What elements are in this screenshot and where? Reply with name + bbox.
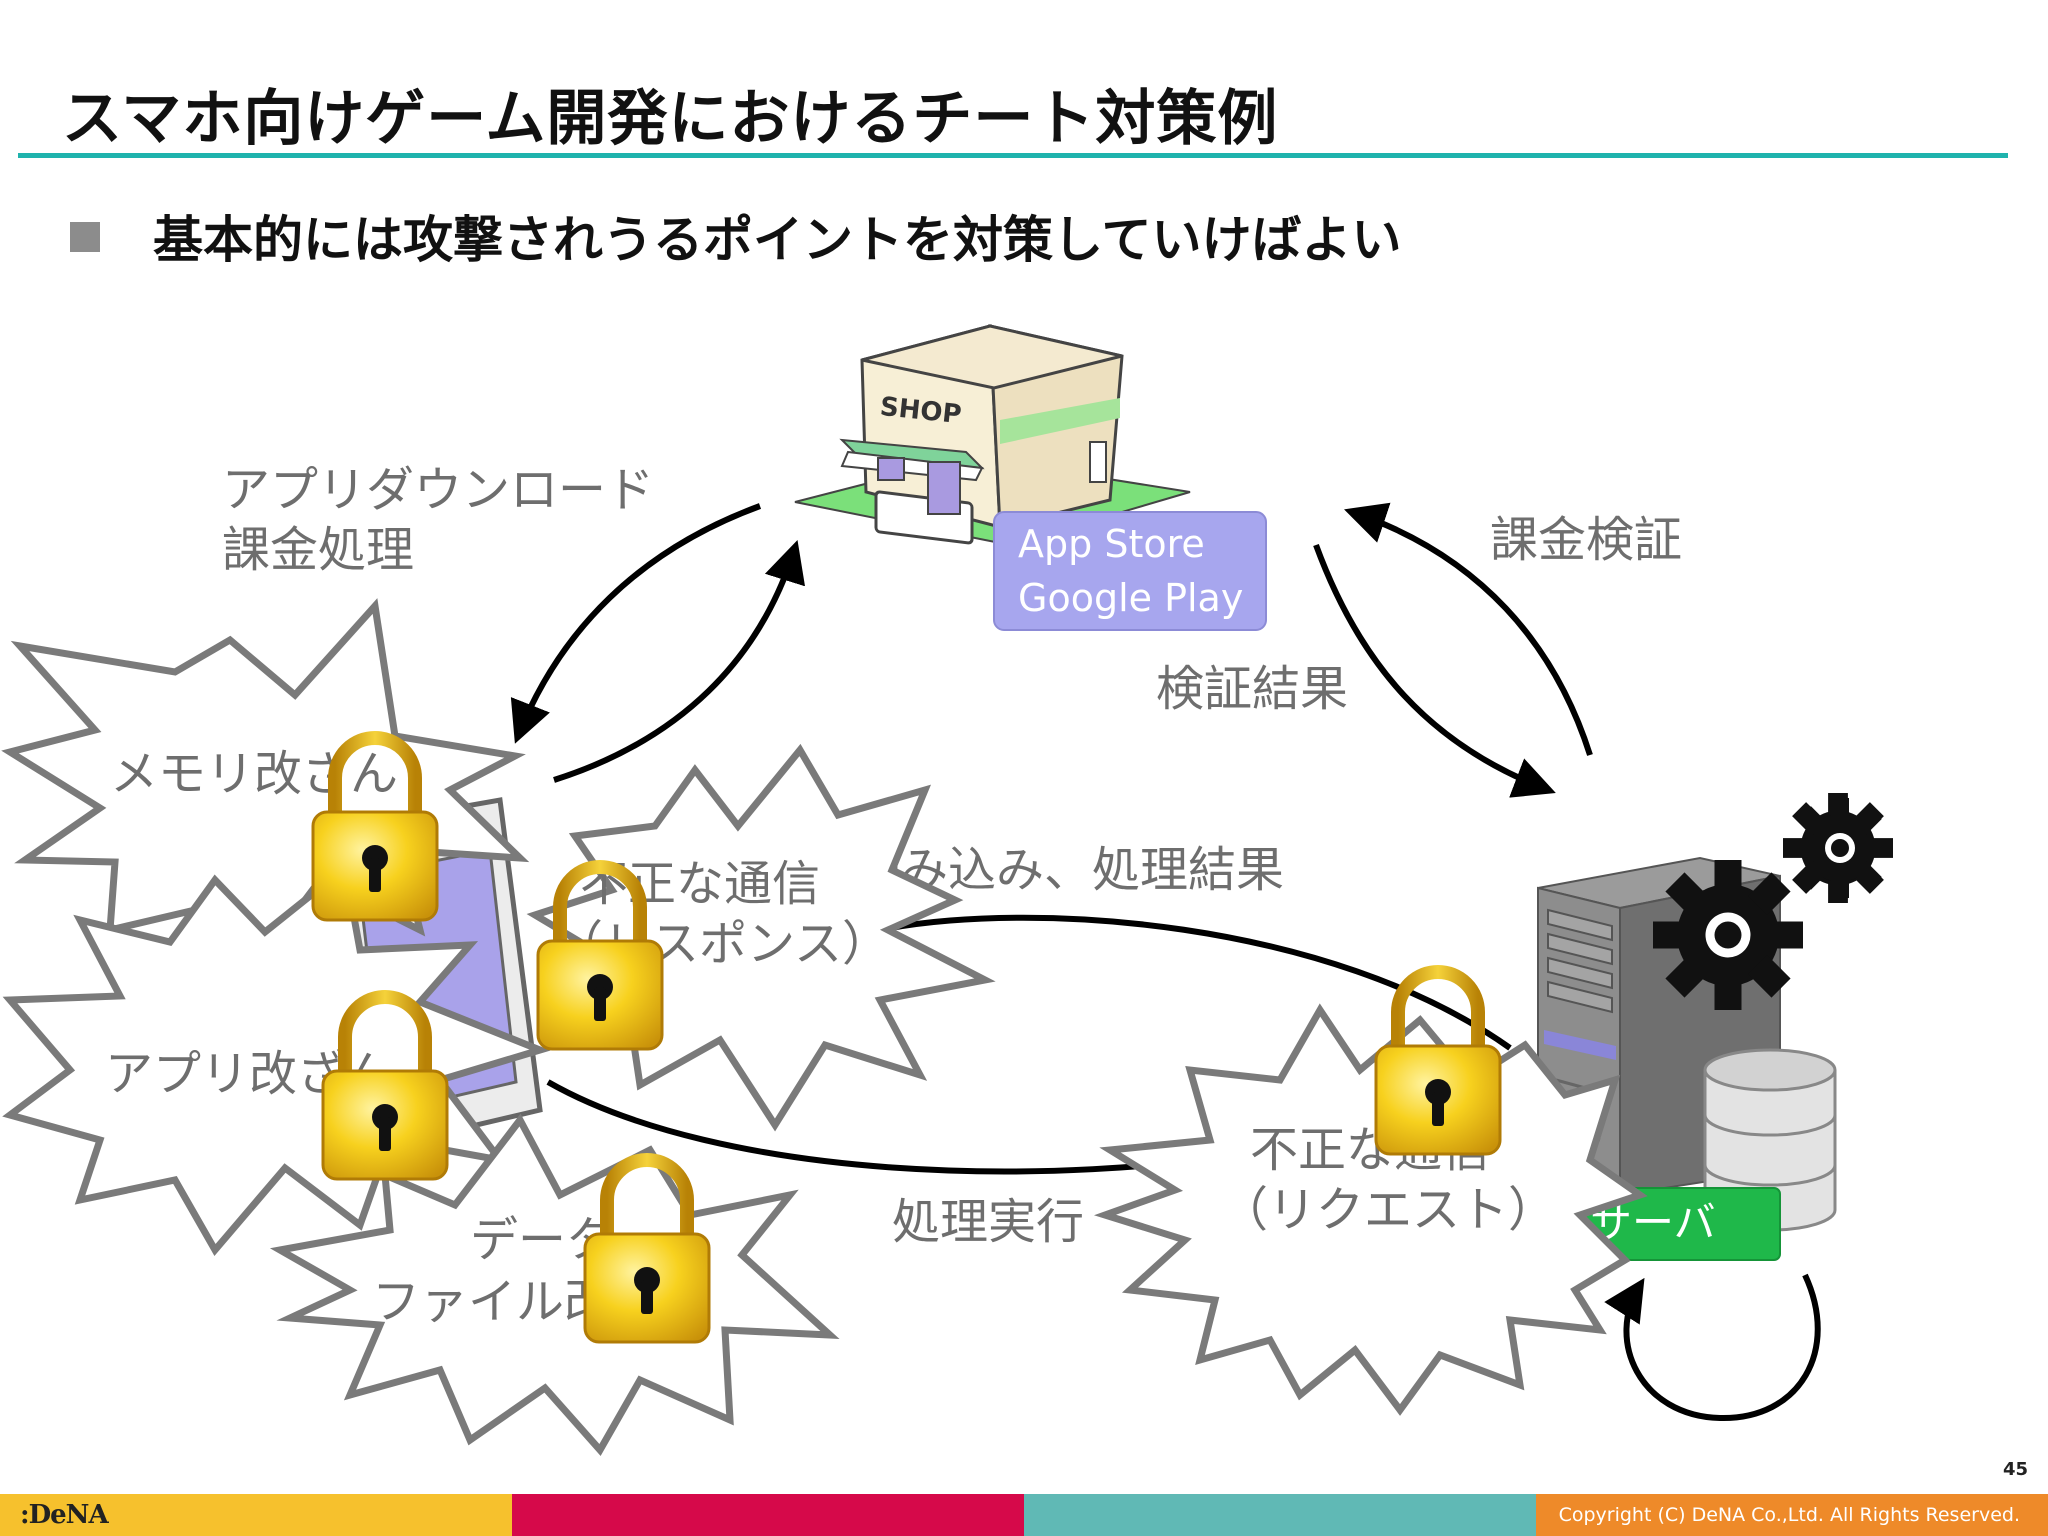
footer-segment-red	[512, 1494, 1024, 1536]
request-store-arrow	[553, 539, 806, 783]
copyright-text: Copyright (C) DeNA Co.,Ltd. All Rights R…	[1558, 1504, 2020, 1526]
request-tamper-burst	[1093, 1003, 1648, 1416]
gear-icon	[1653, 860, 1803, 1010]
store-label-line1: App Store	[1018, 522, 1205, 566]
download-label-line2: 課金処理	[222, 522, 414, 578]
dena-logo: :DeNA	[20, 1500, 109, 1530]
bullet-text: 基本的には攻撃されうるポイントを対策していけばよい	[153, 211, 1402, 269]
footer-segment-orange	[1536, 1494, 2048, 1536]
page-number: 45	[2002, 1459, 2028, 1480]
store-label-line2: Google Play	[1018, 576, 1243, 620]
server-loop-arrow	[1604, 1273, 1821, 1422]
verify-result-label: 検証結果	[1156, 661, 1348, 717]
verify-result-arrow	[1313, 543, 1556, 798]
data-file-tamper-burst	[269, 1113, 840, 1456]
slide-title: スマホ向けゲーム開発におけるチート対策例	[62, 84, 1279, 154]
billing-verify-arrow	[1344, 502, 1593, 756]
small-gear-icon	[1790, 798, 1890, 898]
footer-segment-yellow	[0, 1494, 512, 1536]
footer-bar	[0, 1494, 2048, 1536]
process-exec-label: 処理実行	[892, 1194, 1084, 1250]
download-arrow	[510, 503, 762, 744]
footer-segment-teal	[1024, 1494, 1536, 1536]
store-box	[993, 511, 1267, 631]
attack-memory-label: メモリ改ざん	[110, 746, 398, 802]
bullet-square-icon	[70, 222, 100, 252]
billing-verify-label: 課金検証	[1490, 512, 1682, 568]
shop-building-icon: SHOP	[794, 324, 1191, 547]
read-result-arrow	[879, 914, 1512, 1051]
download-label-line1: アプリダウンロード	[222, 462, 654, 518]
title-underline	[18, 153, 2008, 158]
attack-request-label-line2: （リクエスト）	[1220, 1182, 1556, 1238]
request-lock-icon	[1376, 972, 1500, 1154]
